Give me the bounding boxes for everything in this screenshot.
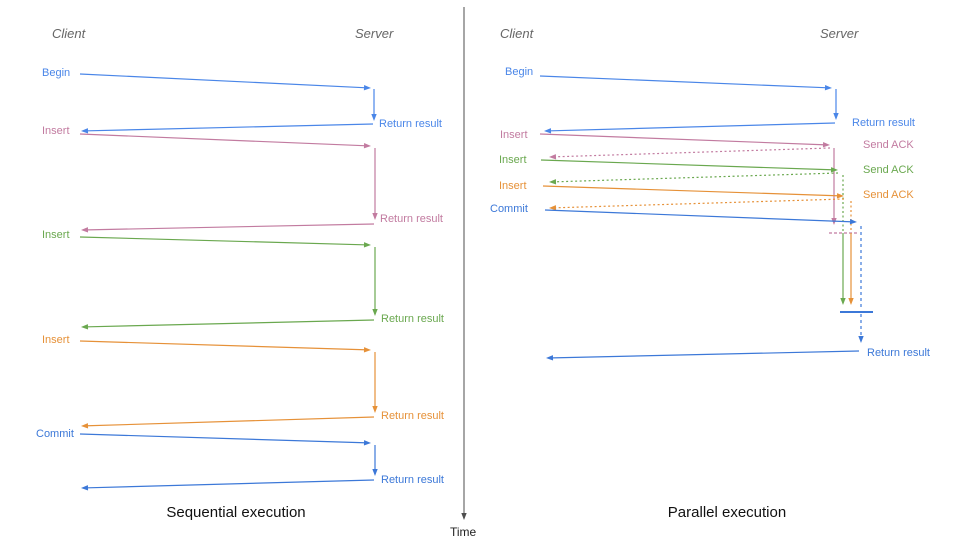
par-server-heading: Server [820,26,859,41]
par-insert2-request-arrowhead [830,167,838,173]
seq-begin-return-arrowhead [81,128,89,134]
par-insert1-request [539,133,824,146]
seq-insert3-request [79,340,365,351]
par-client-heading: Client [500,26,535,41]
seq-insert2-return-arrowhead [81,324,89,330]
seq-insert1-return-label: Return result [380,213,443,225]
seq-insert3-return-label: Return result [381,410,444,422]
seq-insert1-request-arrowhead [363,143,371,149]
seq-insert1-label: Insert [42,125,70,137]
seq-commit-return-label: Return result [381,474,444,486]
seq-insert2-return-label: Return result [381,313,444,325]
seq-panel-title: Sequential execution [166,504,305,521]
seq-insert3-processing-arrowhead [372,406,378,413]
par-begin-return [550,122,836,132]
seq-insert1-request [79,133,365,147]
par-begin-label: Begin [505,66,533,78]
seq-insert2-label: Insert [42,229,70,241]
par-commit-label: Commit [490,203,528,215]
seq-insert1-return [87,223,375,231]
par-commit-request-arrowhead [849,219,857,225]
seq-insert2-request [79,236,365,246]
seq-begin-return-label: Return result [379,118,442,130]
par-commit-request [544,209,851,223]
par-insert2-ack [555,172,839,183]
seq-commit-request [79,433,365,444]
par-commit-return-arrowhead [546,355,554,361]
seq-commit-processing-arrowhead [372,469,378,476]
par-insert2-ack-arrowhead [549,179,557,185]
par-insert3-request-arrowhead [836,193,844,199]
seq-commit-return [87,479,375,489]
seq-commit-request-arrowhead [363,440,371,446]
seq-client-heading: Client [52,26,87,41]
par-insert2-request [540,159,832,171]
seq-begin-label: Begin [42,67,70,79]
par-insert1-ack-arrowhead [549,154,557,160]
par-insert3-ack-arrowhead [549,205,557,211]
par-begin-processing-arrowhead [833,113,839,120]
seq-server-heading: Server [355,26,394,41]
seq-insert3-return-arrowhead [81,423,89,429]
par-commit-return-label: Return result [867,347,930,359]
par-insert3-ack [555,198,845,209]
seq-insert2-processing-arrowhead [372,309,378,316]
seq-insert1-processing-arrowhead [372,213,378,220]
seq-begin-processing-arrowhead [371,114,377,121]
par-begin-request-arrowhead [824,85,832,91]
par-begin-return-arrowhead [544,128,552,134]
seq-insert3-request-arrowhead [363,347,371,353]
seq-insert2-return [87,319,375,328]
time-axis-line-arrowhead [461,513,467,520]
par-insert1-ack-label: Send ACK [863,139,914,151]
par-insert1-ack [555,147,831,158]
par-insert3-label: Insert [499,180,527,192]
seq-insert3-label: Insert [42,334,70,346]
seq-insert2-request-arrowhead [363,242,371,248]
seq-begin-request [79,73,365,89]
seq-begin-request-arrowhead [363,84,371,91]
par-insert1-request-arrowhead [822,142,830,148]
par-commit-finalize-arrowhead [858,336,864,343]
par-commit-return [552,350,860,359]
par-insert3-request [542,185,838,197]
par-begin-return-label: Return result [852,117,915,129]
par-insert2-label: Insert [499,154,527,166]
par-insert3-ack-label: Send ACK [863,189,914,201]
par-insert1-label: Insert [500,129,528,141]
seq-insert3-return [87,416,375,427]
par-insert3-processing-arrowhead [848,298,854,305]
par-begin-request [539,75,826,89]
par-panel-title: Parallel execution [668,504,786,521]
time-axis-label: Time [450,525,477,539]
seq-insert1-return-arrowhead [81,227,89,233]
seq-commit-return-arrowhead [81,485,89,491]
seq-commit-label: Commit [36,428,74,440]
par-insert2-ack-label: Send ACK [863,164,914,176]
seq-begin-return [87,123,374,132]
par-insert2-processing-arrowhead [840,298,846,305]
